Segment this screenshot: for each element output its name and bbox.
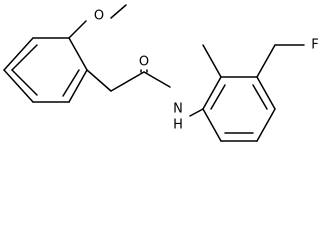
bond: [68, 20, 87, 39]
bond: [202, 76, 222, 110]
amide-hydrogen-label: H: [173, 118, 183, 133]
bond: [256, 108, 276, 142]
bond: [110, 4, 127, 19]
bond: [68, 37, 88, 71]
bond: [256, 44, 276, 78]
bond: [3, 69, 34, 103]
bond: [68, 69, 88, 103]
bond: [86, 69, 112, 92]
bond: [11, 69, 38, 96]
bond: [202, 108, 222, 142]
bond: [256, 76, 276, 110]
bond: [110, 71, 145, 92]
bond: [3, 37, 34, 71]
bond: [11, 44, 38, 71]
bond: [210, 84, 226, 110]
bond: [202, 44, 222, 78]
bond-set: [3, 4, 305, 142]
fluorine-label: F: [311, 38, 318, 53]
bond: [143, 71, 171, 88]
structure-canvas: O O N H F: [3, 4, 319, 142]
amide-nitrogen-label: N: [173, 102, 183, 117]
bond: [62, 69, 80, 97]
atom-labels: O O N H F: [94, 9, 319, 133]
carbonyl-oxygen-label: O: [139, 55, 149, 70]
bond: [189, 108, 204, 117]
molecule-diagram: O O N H F: [3, 4, 319, 142]
bond: [252, 84, 268, 110]
methoxy-oxygen-label: O: [94, 9, 104, 24]
